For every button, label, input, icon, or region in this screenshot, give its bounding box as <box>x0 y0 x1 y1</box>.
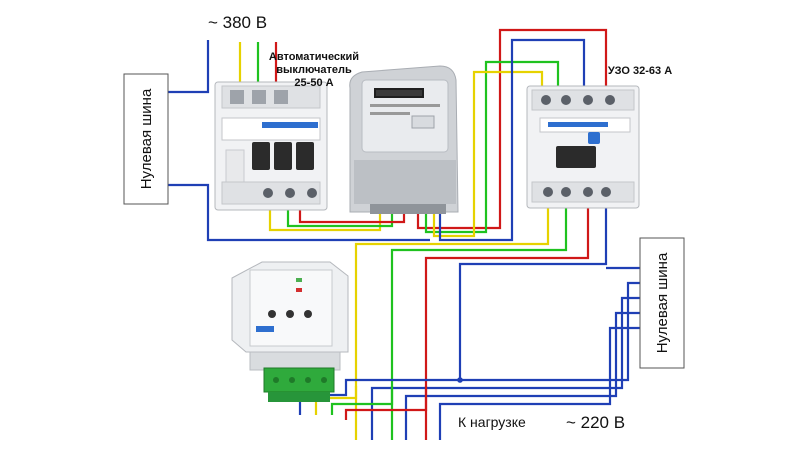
wire-meter-green-up <box>424 60 560 234</box>
breaker-label-line1: Автоматический <box>269 51 359 63</box>
wire-meter-red-up <box>416 28 608 230</box>
load-label: К нагрузке <box>458 414 526 430</box>
wire-input-neutral-down <box>168 183 430 242</box>
breaker-label-line2: выключатель <box>276 64 352 76</box>
wire-rcd-blue-down <box>458 205 608 380</box>
wire-rcd-red-down <box>424 205 590 440</box>
wire-rcd-green-down <box>390 205 568 440</box>
wire-breaker-red <box>298 200 406 224</box>
meter-icon <box>349 65 459 214</box>
rcd-icon <box>526 85 640 209</box>
neutral-bus-left: Нулевая шина <box>123 73 169 205</box>
wire-relay-yellow <box>314 386 358 415</box>
wire-breaker-green <box>286 200 394 228</box>
voltage-relay-icon <box>231 261 349 402</box>
neutral-bus-right: Нулевая шина <box>639 237 685 369</box>
junction-dot <box>457 377 463 383</box>
neutral-bus-left-label: Нулевая шина <box>138 88 155 189</box>
rcd-label: УЗО 32-63 А <box>608 65 672 77</box>
neutral-bus-right-label: Нулевая шина <box>654 252 671 353</box>
wire-relay-green <box>330 386 394 415</box>
wires <box>168 28 640 440</box>
wire-bus-right-3 <box>370 296 640 440</box>
wire-bus-right-5 <box>438 326 640 440</box>
voltage-output-label: ~ 220 В <box>566 413 625 432</box>
voltage-input-label: ~ 380 В <box>208 13 267 32</box>
wire-relay-red <box>344 386 428 420</box>
wire-input-neutral <box>168 40 210 94</box>
breaker-label-line3: 25-50 А <box>294 77 333 89</box>
circuit-breaker-icon <box>214 81 328 211</box>
wire-rcd-yellow-down <box>354 205 550 440</box>
neutral-bus-left-box <box>123 73 169 205</box>
wire-meter-blue-up <box>438 38 586 242</box>
wire-meter-yellow-up <box>432 70 544 238</box>
neutral-bus-right-box <box>639 237 685 369</box>
